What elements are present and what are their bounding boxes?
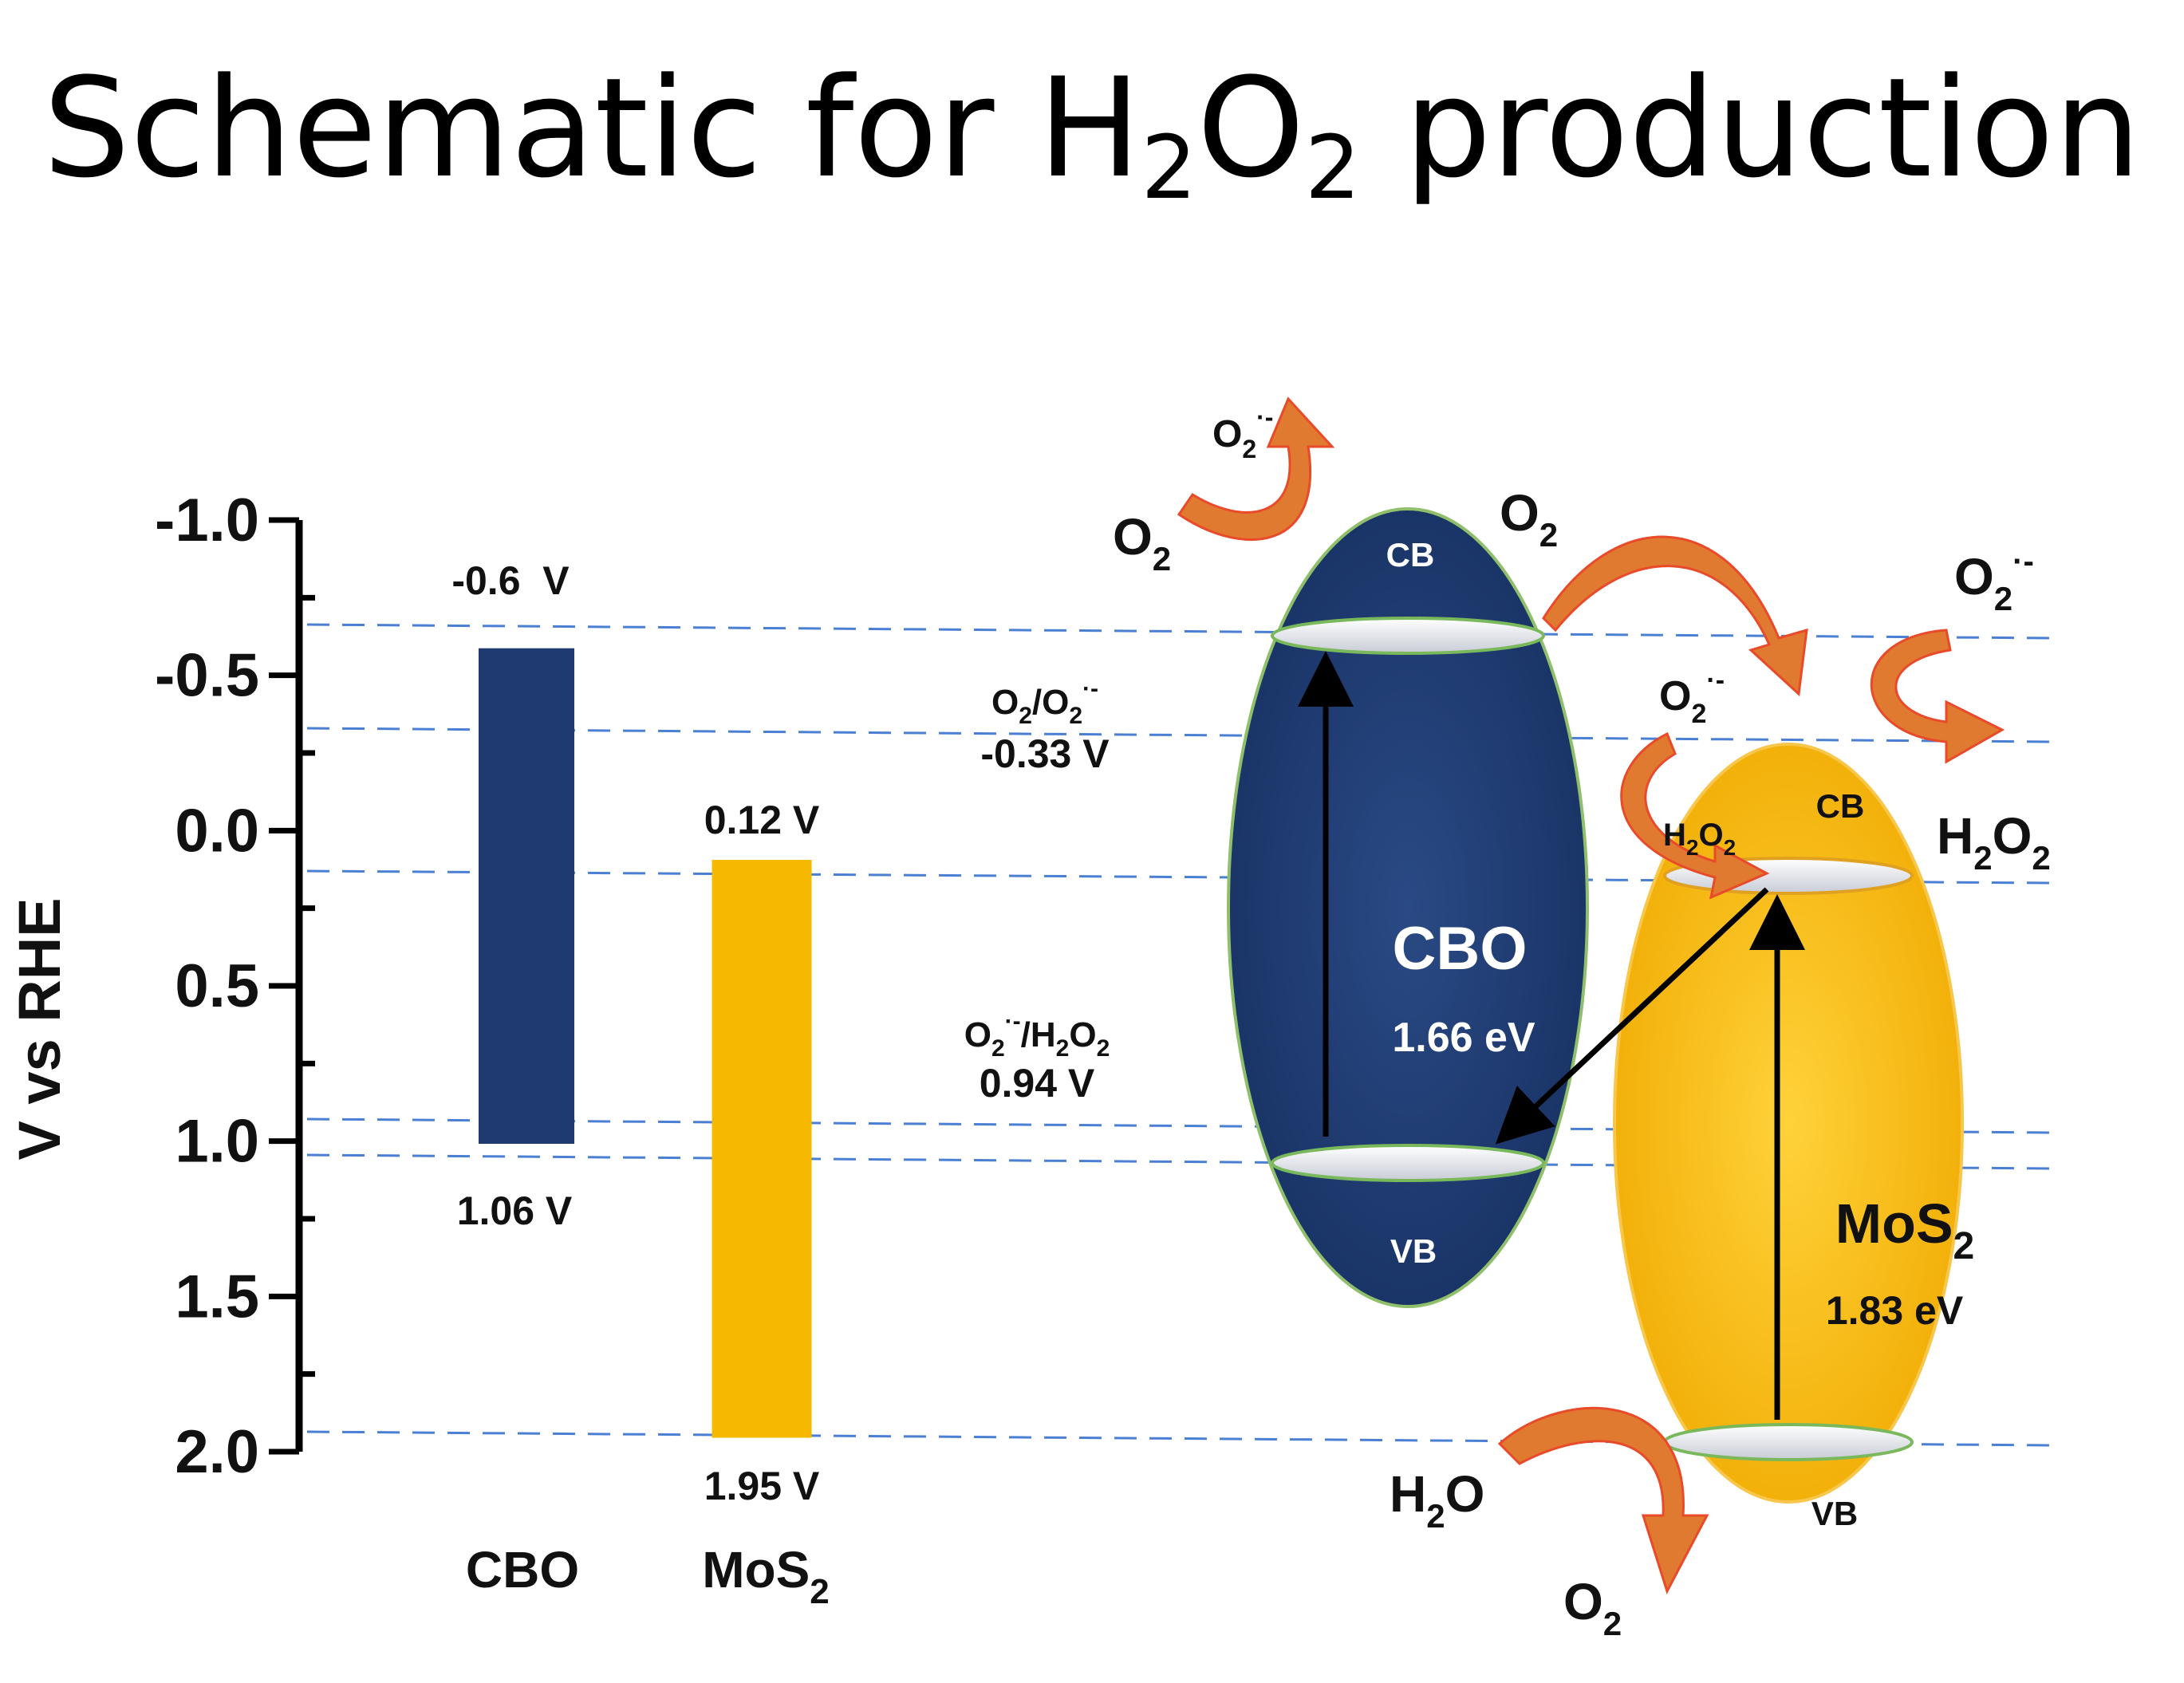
title-part: production (1360, 48, 2142, 208)
cbo-gap-label: 1.66 eV (1392, 1015, 1536, 1061)
y-tick-label: 0.5 (175, 952, 259, 1020)
cbo-cb-disk (1271, 617, 1545, 655)
dash-line-o2-o2rad (306, 727, 2051, 743)
cbo-name-label: CBO (1393, 915, 1528, 983)
species-o2-left: O2 (1113, 508, 1171, 577)
species-h2o: H2O (1390, 1465, 1484, 1535)
potential-value-o2rad-h2o2: 0.94 V (980, 1061, 1095, 1106)
bar-top-label-mos2: 0.12 V (704, 798, 820, 842)
bar-bottom-label-cbo: 1.06 V (457, 1188, 573, 1233)
reaction-arrows (1177, 396, 2005, 1594)
curved-arrow-o2rad-to-h2o2 (1620, 731, 1770, 900)
curved-arrow-o2-to-o2rad-left (1177, 396, 1335, 542)
category-label-mos2: MoS2 (702, 1541, 830, 1611)
species-h2o2-right: H2O2 (1937, 807, 2051, 877)
page-title: Schematic for H2O2 production (0, 48, 2184, 219)
y-tick-label: 1.0 (175, 1108, 259, 1176)
y-tick-label: -1.0 (155, 487, 259, 554)
species-o2-bottom: O2 (1563, 1573, 1622, 1642)
curved-arrow-o2-to-o2rad-right (1870, 629, 2005, 764)
bar-cbo (479, 648, 574, 1145)
species-o2rad-middle: O2·- (1659, 665, 1725, 729)
y-axis-label: V vs RHE (6, 897, 73, 1160)
title-subscript: 2 (1141, 116, 1197, 219)
bar-mos2 (712, 860, 812, 1438)
y-tick-label: -0.5 (155, 642, 259, 710)
cbo-vb-disk (1271, 1144, 1545, 1182)
species-h2o2-small: H2O2 (1663, 818, 1736, 860)
bar-bottom-label-mos2: 1.95 V (704, 1464, 820, 1508)
potential-value-o2-o2rad: -0.33 V (980, 731, 1110, 776)
y-tick-label: 1.5 (175, 1263, 259, 1330)
bar-group (479, 648, 812, 1438)
mos2-gap-label: 1.83 eV (1826, 1288, 1964, 1333)
electron-transfer-arrow (1495, 887, 1769, 1145)
title-part: Schematic for H (42, 48, 1141, 208)
species-o2rad-top-left: O2·- (1212, 403, 1273, 463)
curved-arrow-h2o-to-o2 (1497, 1406, 1709, 1594)
bar-top-label-cbo: -0.6 V (451, 558, 570, 603)
species-o2rad-right: O2·- (1954, 544, 2034, 617)
y-tick-label: 2.0 (175, 1418, 259, 1486)
y-tick-label: 0.0 (175, 797, 259, 865)
category-label-cbo: CBO (466, 1541, 579, 1598)
potential-label-o2-o2rad: O2/O2·- (991, 676, 1098, 729)
title-part: O (1196, 48, 1305, 208)
cbo-cb-label: CB (1386, 536, 1435, 573)
mos2-cb-label: CB (1816, 787, 1865, 825)
mos2-vb-label: VB (1811, 1495, 1858, 1532)
title-subscript: 2 (1304, 116, 1361, 219)
dash-line-cbo-cb (306, 623, 2051, 640)
species-o2-center: O2 (1500, 484, 1558, 554)
mos2-vb-disk (1663, 1423, 1914, 1461)
potential-label-o2rad-h2o2: O2·-/H2O2 (964, 1008, 1110, 1062)
cbo-vb-label: VB (1390, 1232, 1437, 1270)
mos2-name-label: MoS2 (1835, 1192, 1974, 1267)
y-axis: -1.0 -0.5 0.0 0.5 1.0 1.5 2.0 (155, 487, 315, 1486)
curved-arrow-cbo-to-mos2 (1542, 535, 1808, 697)
cbo-band-ellipse (1227, 507, 1589, 1308)
